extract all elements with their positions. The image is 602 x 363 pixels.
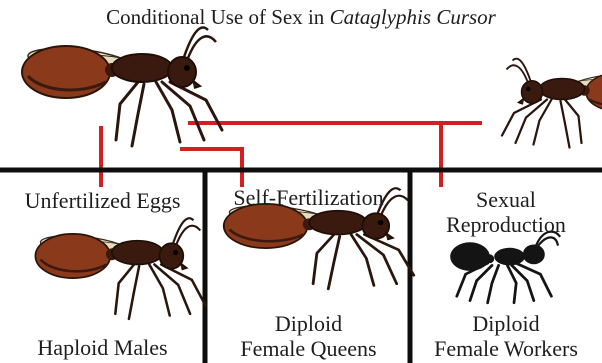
label-queens-line2: Female Queens [205,337,412,362]
label-sexual-line1: Sexual [410,188,602,213]
label-haploid-males: Haploid Males [0,336,205,361]
label-sexual-reproduction: Sexual Reproduction [410,188,602,237]
ant-male-icon [502,59,602,148]
ant-male-icon [35,218,205,319]
label-workers-line2: Female Workers [410,337,602,362]
label-unfertilized-eggs: Unfertilized Eggs [0,189,205,214]
connector-lines [101,123,480,185]
label-workers-line1: Diploid [410,312,602,337]
label-sexual-line2: Reproduction [410,213,602,238]
label-diploid-queens: Diploid Female Queens [205,312,412,361]
connector-to-self-fertilization [182,149,242,185]
label-queens-line1: Diploid [205,312,412,337]
label-diploid-workers: Diploid Female Workers [410,312,602,361]
ant-queen-icon [22,28,222,146]
ant-worker-icon [450,232,560,303]
label-self-fertilization: Self-Fertilization [205,186,412,211]
